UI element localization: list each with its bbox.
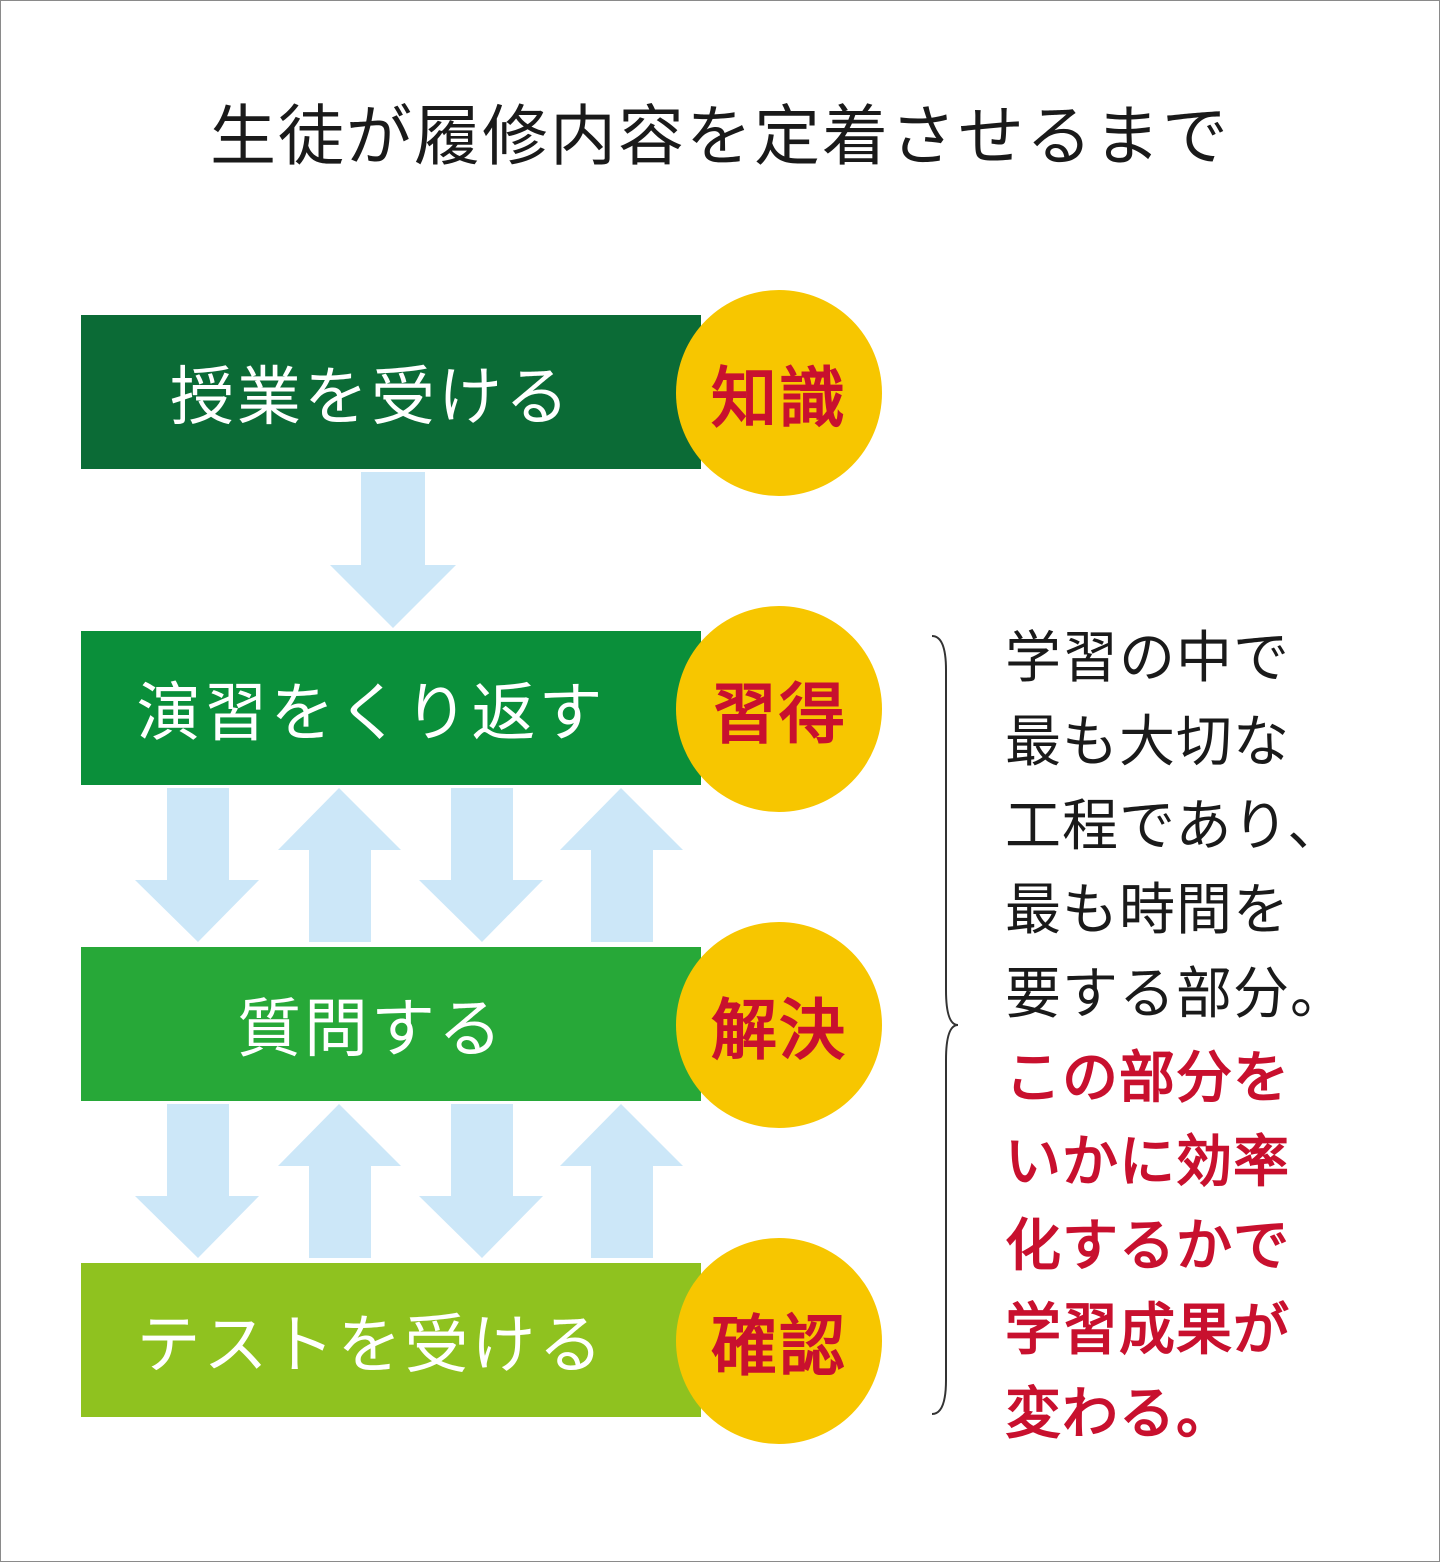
note-line: 学習の中で <box>1005 626 1290 691</box>
badge-resolution: 解決 <box>676 922 882 1128</box>
step-label: 演習をくり返す <box>136 677 606 751</box>
note-line: 工程であり、 <box>1005 794 1345 859</box>
note-line: 要する部分。 <box>1005 962 1347 1027</box>
arrow-up <box>278 788 401 942</box>
diagram-title: 生徒が履修内容を定着させるまで <box>210 98 1230 175</box>
badge-confirmation: 確認 <box>676 1238 882 1444</box>
note-emphasis-line: 変わる。 <box>1005 1382 1233 1447</box>
arrow-up <box>560 1104 683 1258</box>
badge-knowledge: 知識 <box>676 290 882 496</box>
step-repeat-exercises: 演習をくり返す <box>81 631 701 785</box>
arrow-down <box>330 472 456 628</box>
arrow-down <box>419 788 543 942</box>
step-label: 質問する <box>237 993 505 1067</box>
arrow-down <box>135 1104 259 1258</box>
note-line: 最も時間を <box>1005 878 1290 943</box>
curly-brace <box>931 635 959 1415</box>
step-take-test: テストを受ける <box>81 1263 701 1417</box>
arrow-down <box>419 1104 543 1258</box>
note-emphasis-line: いかに効率 <box>1005 1130 1290 1195</box>
step-ask-questions: 質問する <box>81 947 701 1101</box>
note-emphasis-line: この部分を <box>1005 1046 1290 1111</box>
step-label: テストを受ける <box>136 1309 606 1383</box>
note-line: 最も大切な <box>1005 710 1290 775</box>
arrow-up <box>278 1104 401 1258</box>
step-attend-class: 授業を受ける <box>81 315 701 469</box>
arrow-up <box>560 788 683 942</box>
badge-mastery: 習得 <box>676 606 882 812</box>
arrow-down <box>135 788 259 942</box>
note-emphasis-line: 学習成果が <box>1005 1298 1290 1363</box>
step-label: 授業を受ける <box>170 361 572 435</box>
side-note: 学習の中で 最も大切な 工程であり、 最も時間を 要する部分。 この部分を いか… <box>1005 617 1347 1457</box>
note-emphasis-line: 化するかで <box>1005 1214 1290 1279</box>
